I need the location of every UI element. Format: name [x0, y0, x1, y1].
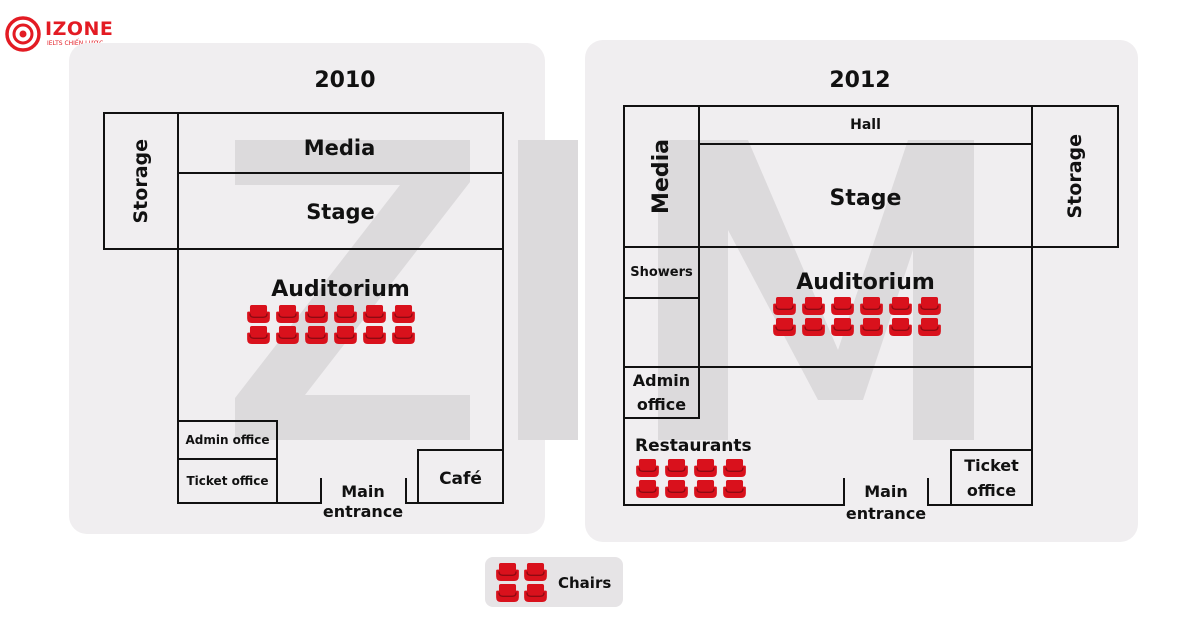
auditorium-wall-right-2012 — [1031, 246, 1033, 506]
plan-2010-panel — [69, 43, 545, 534]
main-entrance-2012: Main entrance — [845, 482, 927, 523]
stage-room-2010: Stage — [177, 172, 504, 250]
chair-icon — [305, 326, 328, 344]
restaurant-chairs-2012 — [636, 459, 746, 498]
chair-icon — [305, 305, 328, 323]
storage-room-2012: Storage — [1031, 105, 1119, 248]
chair-icon — [363, 326, 386, 344]
chairs-legend: Chairs — [485, 557, 623, 607]
entrance-post-left-2012 — [843, 478, 845, 506]
lobby-wall-right-2010 — [502, 366, 504, 504]
logo-tagline: IELTS CHIẾN LƯỢC — [47, 40, 104, 47]
chair-icon — [831, 297, 854, 315]
bottom-wall-right-2010 — [405, 502, 419, 504]
auditorium-wall-left-2012 — [698, 246, 700, 368]
hall-2012: Hall — [698, 105, 1033, 145]
bottom-wall-left-2010 — [277, 502, 322, 504]
chair-icon — [918, 318, 941, 336]
restaurants-label-2012: Restaurants — [635, 436, 752, 456]
chair-icon — [694, 459, 717, 477]
auditorium-chairs-2012 — [773, 297, 941, 336]
chair-icon — [276, 326, 299, 344]
chair-icon — [334, 305, 357, 323]
media-room-2010: Media — [177, 112, 504, 174]
plan-2012-year: 2012 — [829, 68, 891, 93]
chair-icon — [773, 318, 796, 336]
stage-room-2012: Stage — [829, 186, 902, 211]
chair-icon — [363, 305, 386, 323]
chair-icon — [276, 305, 299, 323]
chair-icon — [392, 326, 415, 344]
admin-office-2010: Admin office — [177, 420, 278, 460]
auditorium-room-2012: Auditorium — [698, 246, 1033, 368]
chair-icon — [860, 318, 883, 336]
entrance-post-left-2010 — [320, 478, 322, 504]
bottom-wall-right-2012 — [927, 504, 952, 506]
chair-icon — [247, 305, 270, 323]
plan-2010-year: 2010 — [314, 68, 376, 93]
chair-icon — [831, 318, 854, 336]
entrance-post-right-2012 — [927, 478, 929, 506]
chair-icon — [334, 326, 357, 344]
storage-room-2010: Storage — [103, 112, 179, 250]
main-entrance-2010: Main entrance — [322, 482, 404, 521]
chair-icon — [496, 584, 519, 602]
izone-logo: IZONE IELTS CHIẾN LƯỢC — [5, 14, 115, 52]
chair-icon — [524, 563, 547, 581]
legend-chair-icons — [496, 563, 547, 602]
chair-icon — [247, 326, 270, 344]
watermark-m — [518, 140, 974, 440]
watermark-z — [235, 140, 470, 440]
ticket-office-2010: Ticket office — [177, 458, 278, 504]
logo-name: IZONE — [45, 18, 114, 40]
chair-icon — [723, 480, 746, 498]
chair-icon — [889, 318, 912, 336]
legend-label: Chairs — [558, 574, 612, 592]
admin-office-2012: Admin office — [623, 366, 700, 419]
cafe-2010: Café — [417, 449, 504, 504]
auditorium-room-2010: Auditorium — [177, 248, 504, 368]
auditorium-chairs-2010 — [247, 305, 415, 344]
showers-2012: Showers — [623, 246, 700, 299]
chair-icon — [773, 297, 796, 315]
ticket-office-2012: Ticket office — [950, 449, 1033, 506]
bottom-wall-left-2012 — [623, 504, 845, 506]
chair-icon — [889, 297, 912, 315]
chair-icon — [723, 459, 746, 477]
chair-icon — [665, 480, 688, 498]
chair-icon — [496, 563, 519, 581]
chair-icon — [665, 459, 688, 477]
media-room-2012: Media — [623, 105, 700, 248]
chair-icon — [860, 297, 883, 315]
chair-icon — [524, 584, 547, 602]
auditorium-floor-2012 — [698, 366, 1033, 368]
entrance-post-right-2010 — [405, 478, 407, 504]
chair-icon — [636, 459, 659, 477]
chair-icon — [694, 480, 717, 498]
chair-icon — [802, 297, 825, 315]
chair-icon — [918, 297, 941, 315]
chair-icon — [392, 305, 415, 323]
chair-icon — [636, 480, 659, 498]
chair-icon — [802, 318, 825, 336]
logo-target-icon — [5, 16, 41, 52]
